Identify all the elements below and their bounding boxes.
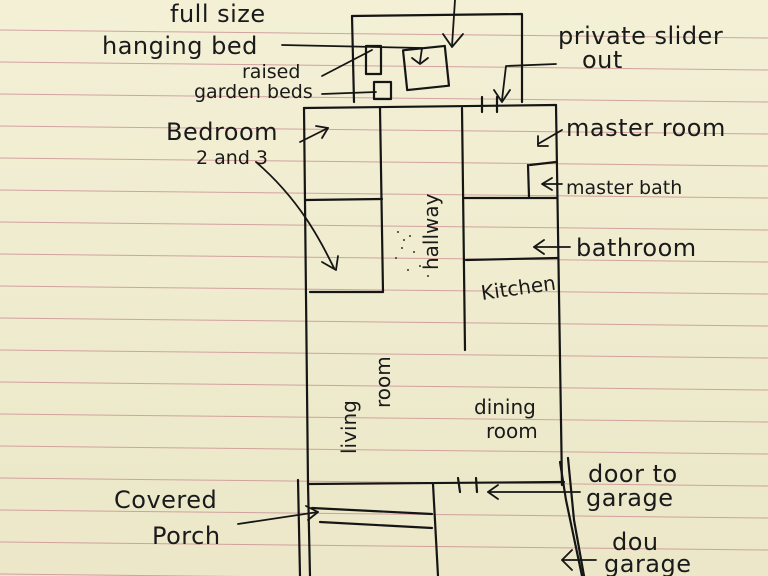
- porch-arrow: [237, 511, 319, 525]
- bedroom-arrow-2: [255, 161, 335, 269]
- bedrooms-2-3: [304, 106, 385, 294]
- label-garage: garage: [604, 550, 692, 576]
- label-out: out: [582, 46, 623, 74]
- hallway-dots: [395, 231, 429, 277]
- label-master-bath: master bath: [566, 177, 682, 199]
- hanging-bed-arrow: [281, 44, 423, 63]
- hanging-bed-shape: [401, 44, 451, 92]
- label-door-to: door to: [588, 460, 678, 488]
- label-dining-room: room: [486, 419, 538, 443]
- label-dou: dou: [612, 528, 659, 556]
- outer-labels: full size hanging bed raised garden beds…: [102, 0, 726, 576]
- label-garden-beds: garden beds: [194, 81, 313, 103]
- house-outline: [302, 95, 566, 487]
- label-living-room: room: [371, 356, 395, 408]
- garage-wall: [558, 456, 586, 576]
- label-raised: raised: [242, 61, 300, 83]
- label-covered: Covered: [114, 486, 217, 514]
- label-bathroom: bathroom: [576, 234, 697, 262]
- covered-porch: [296, 476, 479, 576]
- label-full-size: full size: [170, 0, 266, 28]
- label-hanging-bed: hanging bed: [102, 32, 258, 60]
- master-rooms: [461, 160, 560, 262]
- ruled-lines: [0, 29, 768, 576]
- label-dining: dining: [474, 395, 536, 419]
- annotation-arrows: [237, 44, 597, 571]
- label-bedroom: Bedroom: [166, 118, 278, 146]
- label-hallway: hallway: [419, 193, 443, 270]
- hallway-walls: [460, 106, 467, 352]
- label-porch: Porch: [152, 522, 221, 550]
- raised-bed-1: [364, 44, 383, 76]
- bedroom-arrow-1: [299, 127, 329, 143]
- raised-arrow: [321, 49, 373, 77]
- label-master-room: master room: [566, 114, 726, 142]
- label-garage-door: garage: [586, 484, 674, 512]
- label-kitchen: Kitchen: [479, 271, 557, 305]
- label-living: living: [337, 400, 361, 454]
- backyard: [350, 0, 524, 104]
- raised-bed-2: [372, 80, 393, 101]
- label-bedroom-2-3: 2 and 3: [196, 147, 268, 169]
- master-room-arrow: [537, 129, 563, 145]
- slider-arrow: [501, 63, 557, 101]
- garden-arrow: [321, 91, 377, 95]
- label-private-slider: private slider: [558, 22, 723, 50]
